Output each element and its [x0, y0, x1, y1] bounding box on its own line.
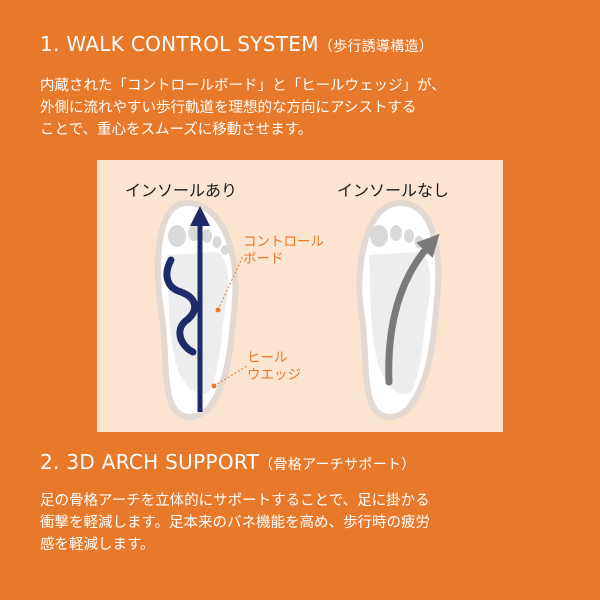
label-with-insole: インソールあり — [125, 181, 238, 200]
callout-line: ヒール — [247, 350, 288, 366]
section2-heading: 2. 3D ARCH SUPPORT（骨格アーチサポート） — [40, 450, 416, 474]
callout-control-board: コントロール ボード — [243, 234, 324, 268]
section2-description: 足の骨格アーチを立体的にサポートすることで、足に掛かる 衝撃を軽減します。足本来… — [40, 490, 570, 556]
callout-line: ウエッジ — [247, 367, 301, 383]
section2-line: 感を軽減します。 — [40, 537, 155, 553]
callout-line: コントロール — [243, 234, 324, 250]
section1-title-sub: （歩行誘導構造） — [318, 39, 434, 55]
label-without-insole: インソールなし — [337, 181, 450, 200]
section2-line: 足の骨格アーチを立体的にサポートすることで、足に掛かる — [40, 493, 430, 509]
section1-title: 1. WALK CONTROL SYSTEM — [40, 32, 319, 56]
insole-illustration — [154, 199, 442, 420]
callout-heel-wedge: ヒール ウエッジ — [247, 350, 301, 384]
section2-title-sub: （骨格アーチサポート） — [259, 457, 416, 473]
insole-without-icon — [356, 199, 442, 420]
section1-line: 外側に流れやすい歩行軌道を理想的な方向にアシストする — [40, 100, 417, 116]
section1-line: 内蔵された「コントロールボード」と「ヒールウェッジ」が、 — [40, 78, 446, 94]
section1-heading: 1. WALK CONTROL SYSTEM（歩行誘導構造） — [40, 32, 433, 56]
section1-line: ことで、重心をスムーズに移動させます。 — [40, 122, 313, 138]
section1-description: 内蔵された「コントロールボード」と「ヒールウェッジ」が、 外側に流れやすい歩行軌… — [40, 75, 570, 141]
section2-title: 2. 3D ARCH SUPPORT — [40, 450, 260, 474]
section2-line: 衝撃を軽減します。足本来のバネ機能を高め、歩行時の疲労 — [40, 515, 431, 531]
callout-line: ボード — [243, 251, 284, 267]
insole-comparison-panel: インソールあり インソールなし コントロール ボード ヒール ウエッジ — [97, 160, 503, 432]
insole-with-icon — [154, 199, 248, 420]
